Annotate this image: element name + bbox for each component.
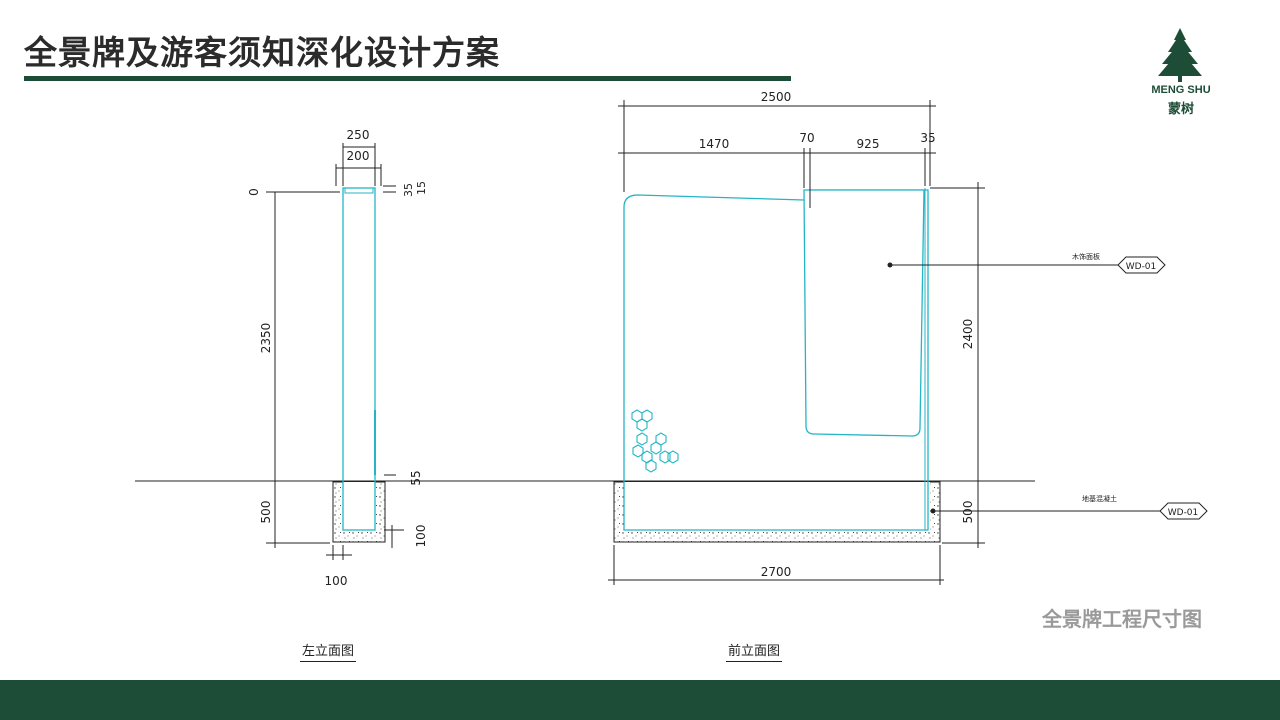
callout-panel-text: 木饰面板 (1072, 252, 1100, 261)
dim-front-right-width: 925 (857, 137, 880, 151)
tree-logo-icon (1158, 28, 1202, 82)
dim-front-edge: 35 (920, 131, 935, 145)
dim-side-base-thk: 100 (414, 525, 428, 548)
front-info-panel (803, 189, 925, 437)
dim-front-total-width: 2500 (761, 90, 792, 104)
dim-side-height: 2350 (259, 323, 273, 354)
logo-name-en: MENG SHU (1151, 84, 1211, 96)
dim-side-width-inner: 200 (347, 149, 370, 163)
dim-side-base-offset: 55 (409, 470, 423, 485)
dim-side-top-b: 15 (415, 181, 428, 195)
dim-side-level: 0 (247, 188, 261, 196)
side-view-label: 左立面图 (300, 640, 357, 662)
dim-side-foundation: 500 (259, 501, 273, 524)
dim-front-foundation: 500 (961, 501, 975, 524)
dim-front-height: 2400 (961, 319, 975, 350)
dim-side-top-a: 35 (402, 183, 415, 197)
dim-front-left-width: 1470 (699, 137, 730, 151)
dim-front-gap: 70 (799, 131, 814, 145)
dim-side-width-total: 250 (347, 128, 370, 142)
elevation-drawing: 250 200 35 15 0 2350 500 55 100 100 (135, 90, 1208, 588)
side-elevation: 250 200 35 15 0 2350 500 55 100 100 (247, 128, 428, 588)
dim-side-base-width: 100 (325, 574, 348, 588)
side-post (342, 187, 376, 531)
callout-panel-tag: WD-01 (1126, 262, 1157, 272)
callout-base-tag-shape (1159, 502, 1208, 520)
front-view-label: 前立面图 (726, 640, 783, 662)
drawing-caption: 全景牌工程尺寸图 (1042, 607, 1202, 631)
page-title: 全景牌及游客须知深化设计方案 (24, 33, 500, 72)
callout-base-text: 地基混凝土 (1082, 494, 1117, 503)
callout-base-tag: WD-01 (1168, 508, 1199, 518)
title-underline (24, 76, 791, 81)
dim-front-base-width: 2700 (761, 565, 792, 579)
logo-name-cn: 蒙树 (1167, 102, 1194, 117)
hexagon-pattern-icon (631, 409, 679, 473)
front-elevation: 2500 1470 70 925 35 2400 500 2700 木饰面板 W… (608, 90, 1208, 585)
footer-bar (0, 680, 1280, 720)
callout-panel-tag-shape (1117, 256, 1166, 274)
